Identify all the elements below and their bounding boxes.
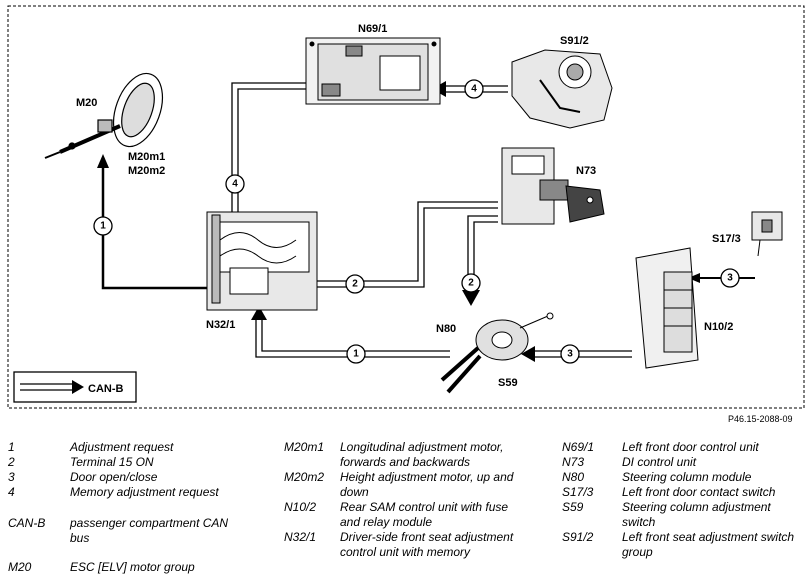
label-m20m2: M20m2 <box>128 165 165 177</box>
signal-markers: 1 4 2 2 1 3 4 3 <box>93 79 740 364</box>
signal-marker-2a: 2 <box>345 274 365 294</box>
svg-text:2: 2 <box>468 278 474 289</box>
label-n69-1: N69/1 <box>358 23 387 35</box>
can-b-legend: CAN-B <box>13 371 137 403</box>
svg-text:3: 3 <box>567 349 573 360</box>
n69-1-door-control-drawing <box>305 37 441 105</box>
svg-text:1: 1 <box>100 221 106 232</box>
s17-3-door-contact-drawing <box>751 211 783 257</box>
arrow-left-n10 <box>688 273 700 283</box>
arrow-up-m20 <box>97 154 109 168</box>
label-n80: N80 <box>436 323 456 335</box>
svg-text:2: 2 <box>352 279 358 290</box>
signal-marker-1b: 1 <box>346 344 366 364</box>
label-n32-1: N32/1 <box>206 319 235 331</box>
arrow-left-n80 <box>521 346 535 362</box>
figure-reference: P46.15-2088-09 <box>728 414 793 424</box>
s91-2-seat-switch-drawing <box>511 49 613 129</box>
label-n73: N73 <box>576 165 596 177</box>
wiring-diagram: 1 4 2 2 1 3 4 3 <box>7 5 805 409</box>
signal-marker-3b: 3 <box>720 268 740 288</box>
signal-marker-3a: 3 <box>560 344 580 364</box>
svg-text:4: 4 <box>232 179 238 190</box>
signal-marker-4a: 4 <box>225 174 245 194</box>
n10-2-rear-sam-drawing <box>635 247 699 369</box>
arrow-down-n80 <box>462 290 480 306</box>
label-s17-3: S17/3 <box>712 233 741 245</box>
signal-marker-1a: 1 <box>93 216 113 236</box>
svg-text:3: 3 <box>727 273 733 284</box>
signal-line-m20 <box>101 168 228 290</box>
arrow-up-n32 <box>251 306 267 320</box>
label-n10-2: N10/2 <box>704 321 733 333</box>
signal-marker-4b: 4 <box>464 79 484 99</box>
m20-steering-column-drawing <box>44 72 164 159</box>
label-m20m1: M20m1 <box>128 151 165 163</box>
can-b-legend-label: CAN-B <box>88 383 123 395</box>
n80-steering-module-drawing <box>440 312 554 394</box>
n73-di-control-drawing <box>501 147 605 225</box>
diagram-border <box>7 5 805 409</box>
svg-text:4: 4 <box>471 84 477 95</box>
label-m20: M20 <box>76 97 97 109</box>
label-s59: S59 <box>498 377 518 389</box>
n32-1-seat-control-drawing <box>206 211 318 311</box>
label-s91-2: S91/2 <box>560 35 589 47</box>
signal-marker-2b: 2 <box>461 273 481 293</box>
svg-text:1: 1 <box>353 349 359 360</box>
